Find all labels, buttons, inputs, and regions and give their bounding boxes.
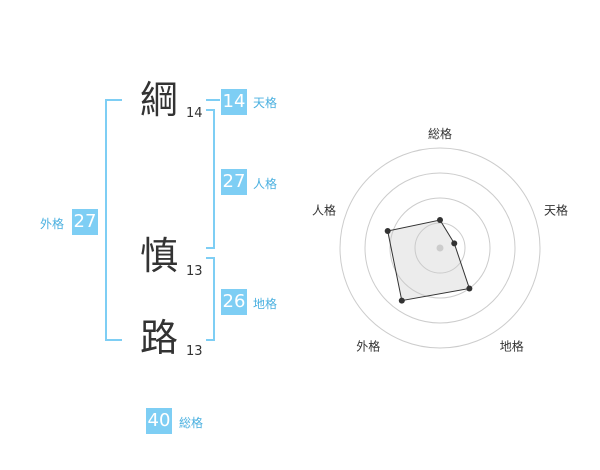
- name-char-2-strokes: 13: [186, 264, 203, 279]
- radar-center: [436, 244, 444, 252]
- radar-axis-label: 天格: [544, 202, 568, 217]
- radar-ring: [389, 197, 491, 299]
- radar-ring: [339, 147, 541, 349]
- jinkaku-label: 人格: [253, 177, 278, 191]
- radar-point-2: [451, 240, 458, 247]
- soukaku-value: 40: [146, 408, 172, 434]
- soukaku-label: 総格: [179, 416, 204, 430]
- radar-ring: [364, 172, 516, 324]
- name-char-1-strokes: 14: [186, 106, 203, 121]
- gaikaku-label: 外格: [40, 217, 65, 231]
- gaikaku-value: 27: [72, 209, 98, 235]
- radar-point-5: [384, 228, 391, 235]
- radar-axis-label: 地格: [500, 339, 524, 354]
- chikaku-label: 地格: [253, 297, 278, 311]
- tenkaku-label: 天格: [253, 96, 278, 110]
- radar-polygon: [387, 219, 471, 302]
- radar-axis-label: 総格: [428, 126, 452, 141]
- name-char-3: 路: [140, 316, 179, 360]
- radar-point-1: [437, 217, 443, 223]
- jinkaku-bracket: [206, 109, 215, 249]
- radar-axis-label: 人格: [312, 202, 336, 217]
- jinkaku-value: 27: [221, 169, 247, 195]
- name-char-3-strokes: 13: [186, 344, 203, 359]
- radar-point-3: [466, 285, 473, 292]
- tenkaku-value: 14: [221, 89, 247, 115]
- name-char-1: 綱: [140, 78, 179, 122]
- name-char-2: 慎: [140, 234, 179, 278]
- radar-point-4: [398, 297, 405, 304]
- chikaku-bracket: [206, 257, 215, 341]
- gaikaku-bracket: [105, 99, 122, 341]
- chikaku-value: 26: [221, 289, 247, 315]
- radar-axis-label: 外格: [356, 339, 380, 354]
